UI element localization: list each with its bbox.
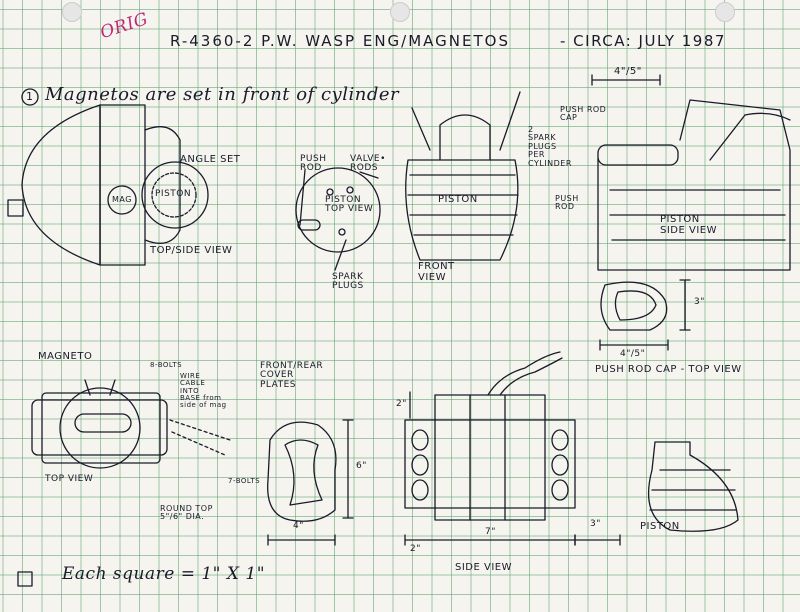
side-view-top-dimension: 2"	[396, 399, 407, 409]
push-rod-label: PUSH ROD	[300, 154, 327, 174]
piston-small-caption: PISTON	[640, 521, 680, 532]
cover-plates-title: FRONT/REAR COVER PLATES	[260, 361, 324, 390]
cover-plate-bolts-label: 7-BOLTS	[228, 477, 261, 485]
piston-side-view-drawing	[591, 74, 791, 271]
spark-plugs-per-cylinder-note: 2 SPARK PLUGS PER CYLINDER	[528, 125, 572, 168]
scale-legend: Each square = 1" X 1"	[62, 564, 266, 584]
magneto-top-view-caption: TOP VIEW	[45, 474, 94, 484]
cap-width-dimension: 4"/5"	[620, 349, 646, 359]
binder-hole-center	[390, 2, 410, 22]
push-rod-cap-label: PUSH ROD CAP	[560, 105, 607, 123]
piston-top-view-drawing	[295, 167, 381, 271]
top-side-view-caption: TOP/SIDE VIEW	[150, 245, 233, 256]
document-date: - CIRCA: JULY 1987	[560, 32, 726, 50]
cover-plate-drawing	[267, 419, 354, 546]
note-number-circle	[21, 88, 39, 106]
piston-label-top-side: PISTON	[155, 189, 192, 199]
binder-hole-left	[62, 2, 82, 22]
front-view-piston-label: PISTON	[438, 194, 478, 205]
push-rod-side-label: PUSH ROD	[555, 194, 579, 212]
width-dimension-top: 4"/5"	[614, 66, 642, 77]
document-title: R-4360-2 P.W. WASP ENG/MAGNETOS	[170, 32, 510, 50]
spark-plugs-label: SPARK PLUGS	[332, 272, 364, 292]
cover-plate-width-dimension: 4"	[293, 521, 304, 531]
piston-top-view-label: PISTON TOP VIEW	[325, 195, 374, 215]
cover-plate-height-dimension: 6"	[356, 461, 367, 471]
side-view-width-dimension: 7"	[485, 527, 496, 537]
cap-height-dimension: 3"	[694, 297, 705, 307]
side-view-left-dimension: 2"	[410, 544, 421, 554]
push-rod-cap-top-drawing	[599, 279, 691, 351]
note-number: 1	[26, 90, 34, 103]
note-text: Magnetos are set in front of cylinder	[45, 84, 400, 105]
side-view-drawing	[404, 351, 576, 546]
piston-small-drawing	[574, 441, 739, 546]
side-view-caption: SIDE VIEW	[455, 562, 512, 573]
push-rod-cap-top-view-caption: PUSH ROD CAP - TOP VIEW	[595, 364, 742, 375]
piston-side-view-caption: PISTON SIDE VIEW	[660, 214, 717, 236]
front-view-drawing	[405, 91, 521, 261]
angle-set-label: ANGLE SET	[180, 154, 241, 165]
magneto-title: MAGNETO	[38, 351, 93, 362]
piston-small-dimension: 3"	[590, 519, 601, 529]
wire-cable-label: WIRE CABLE INTO BASE from side of mag	[180, 372, 227, 410]
legend-checkbox	[17, 571, 33, 587]
front-view-caption: FRONT VIEW	[418, 261, 455, 283]
mag-label: MAG	[112, 195, 132, 204]
magneto-bolts-label: 8-BOLTS	[150, 361, 183, 369]
valve-rods-label: VALVE• RODS	[350, 154, 386, 174]
top-side-view-drawing	[7, 104, 209, 266]
magneto-top-view-drawing	[31, 379, 231, 469]
binder-hole-right	[715, 2, 735, 22]
round-top-label: ROUND TOP 5"/6" DIA.	[160, 504, 213, 522]
